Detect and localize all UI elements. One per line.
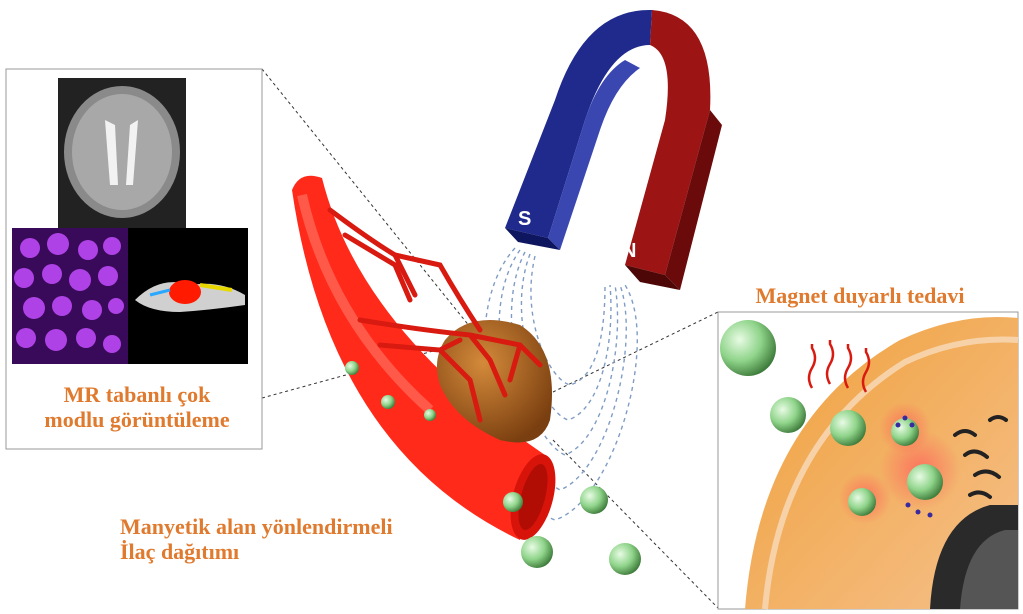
mr-imaging-label: MR tabanlı çok modlu görüntüleme: [12, 382, 262, 433]
responsive-therapy-label: Magnet duyarlı tedavi: [700, 283, 1020, 308]
guided-delivery-label: Manyetik alan yönlendirmeli İlaç dağıtım…: [120, 514, 460, 565]
north-pole-label: N: [622, 240, 636, 263]
guided-delivery-label-line1: Manyetik alan yönlendirmeli: [120, 514, 460, 539]
guided-delivery-label-line2: İlaç dağıtımı: [120, 539, 460, 564]
horseshoe-magnet: [505, 10, 722, 290]
mr-imaging-label-line2: modlu görüntüleme: [12, 407, 262, 432]
south-pole-label: S: [518, 208, 531, 231]
mr-imaging-label-line1: MR tabanlı çok: [12, 382, 262, 407]
therapy-panel: [718, 312, 1018, 609]
